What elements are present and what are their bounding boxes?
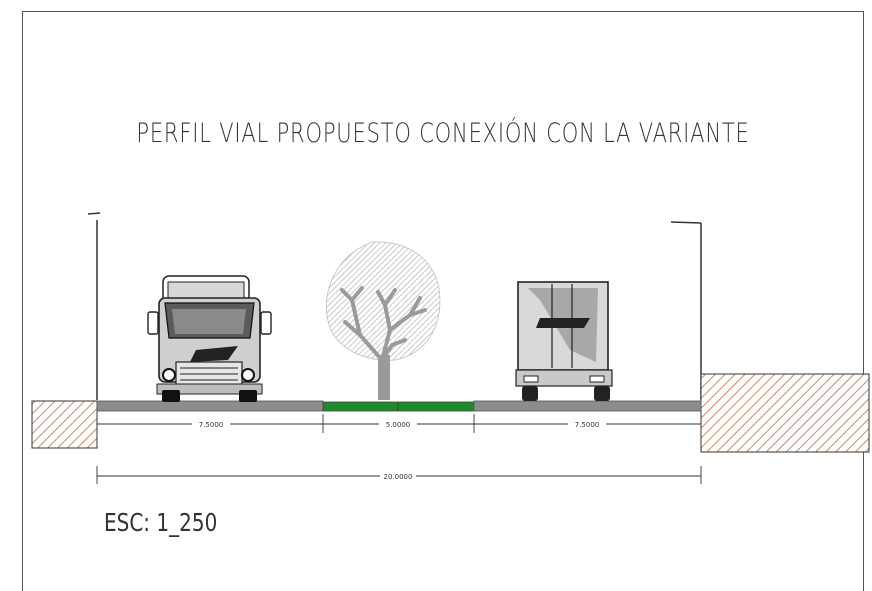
drawing-frame [22,11,864,591]
dimension-lane-left [96,414,324,433]
dimension-lane-right [474,414,702,433]
road-lane-left [96,400,324,412]
road-lane-right [473,400,702,412]
truck-front-icon [147,275,272,402]
median-green [322,401,475,412]
left-boundary-line [87,212,101,400]
right-boundary-line [670,221,702,400]
tree-icon [326,241,441,400]
dimension-label-total: 20.0000 [384,473,413,481]
truck-rear-icon [515,281,613,401]
dimension-total [96,466,702,484]
scale-label: ESC: 1_250 [104,508,218,537]
left-sidewalk-hatch [31,400,98,449]
dimension-label-lane-left: 7.5000 [199,421,224,429]
dimension-label-median: 5.0000 [386,421,411,429]
dimension-label-lane-right: 7.5000 [575,421,600,429]
drawing-title: PERFIL VIAL PROPUESTO CONEXIÓN CON LA VA… [136,118,750,149]
dimension-median [323,414,475,433]
right-sidewalk-hatch [700,373,870,453]
